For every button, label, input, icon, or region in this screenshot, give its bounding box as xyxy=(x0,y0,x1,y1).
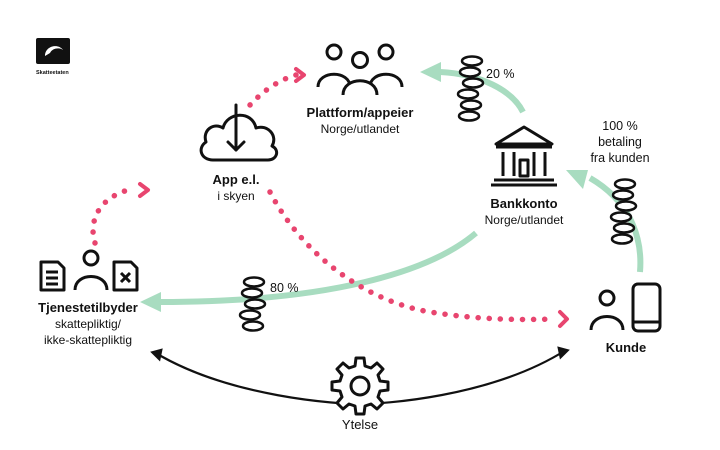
person-phone-icon xyxy=(589,282,662,333)
money-flows xyxy=(140,62,644,312)
provider-subtitle-1: skattepliktig/ xyxy=(55,317,122,331)
skatteetaten-logo: Skatteetaten xyxy=(36,38,70,76)
platform-subtitle: Norge/utlandet xyxy=(321,122,400,136)
provider-share-label: 80 % xyxy=(270,281,299,295)
provider-share-line xyxy=(159,230,478,305)
skatteetaten-logo-icon xyxy=(36,38,70,64)
coin-stack-icon xyxy=(456,55,485,122)
coin-stack-icon xyxy=(238,276,267,332)
provider-share-arrowhead xyxy=(140,292,161,312)
cloud-download-icon xyxy=(199,103,279,162)
bank-building-icon xyxy=(491,125,557,187)
platform-title: Plattform/appeier xyxy=(307,105,414,120)
provider-app-dots xyxy=(90,187,131,246)
provider-subtitle-2: ikke-skattepliktig xyxy=(44,333,132,347)
service-arrow-right xyxy=(557,346,570,360)
app-title: App e.l. xyxy=(213,172,260,187)
service-label: Ytelse xyxy=(342,417,378,432)
payment-label-line2: betaling xyxy=(598,135,642,149)
documents-person-icon xyxy=(39,249,139,292)
coin-stack-icon xyxy=(609,178,638,245)
logo-text: Skatteetaten xyxy=(36,70,69,76)
bank-subtitle: Norge/utlandet xyxy=(485,213,564,227)
people-group-icon xyxy=(316,43,404,96)
payment-label-line1: 100 % xyxy=(602,119,637,133)
app-customer-dots xyxy=(267,189,557,323)
customer-title: Kunde xyxy=(606,340,646,355)
app-platform-chevron xyxy=(294,67,306,83)
payment-label-line3: fra kunden xyxy=(590,151,649,165)
platform-share-arrowhead xyxy=(420,62,441,82)
provider-app-chevron xyxy=(138,182,150,198)
service-arrow-left xyxy=(150,348,163,362)
data-arrowheads xyxy=(138,67,569,328)
app-platform-dots xyxy=(247,72,299,108)
app-subtitle: i skyen xyxy=(217,189,254,203)
bank-title: Bankkonto xyxy=(490,196,557,211)
platform-share-line xyxy=(439,69,526,114)
gear-icon xyxy=(330,356,390,416)
provider-title: Tjenestetilbyder xyxy=(38,300,138,315)
payment-flow-arrowhead xyxy=(566,170,588,189)
app-customer-chevron xyxy=(558,310,569,328)
platform-share-label: 20 % xyxy=(486,67,515,81)
data-flows xyxy=(90,72,557,323)
